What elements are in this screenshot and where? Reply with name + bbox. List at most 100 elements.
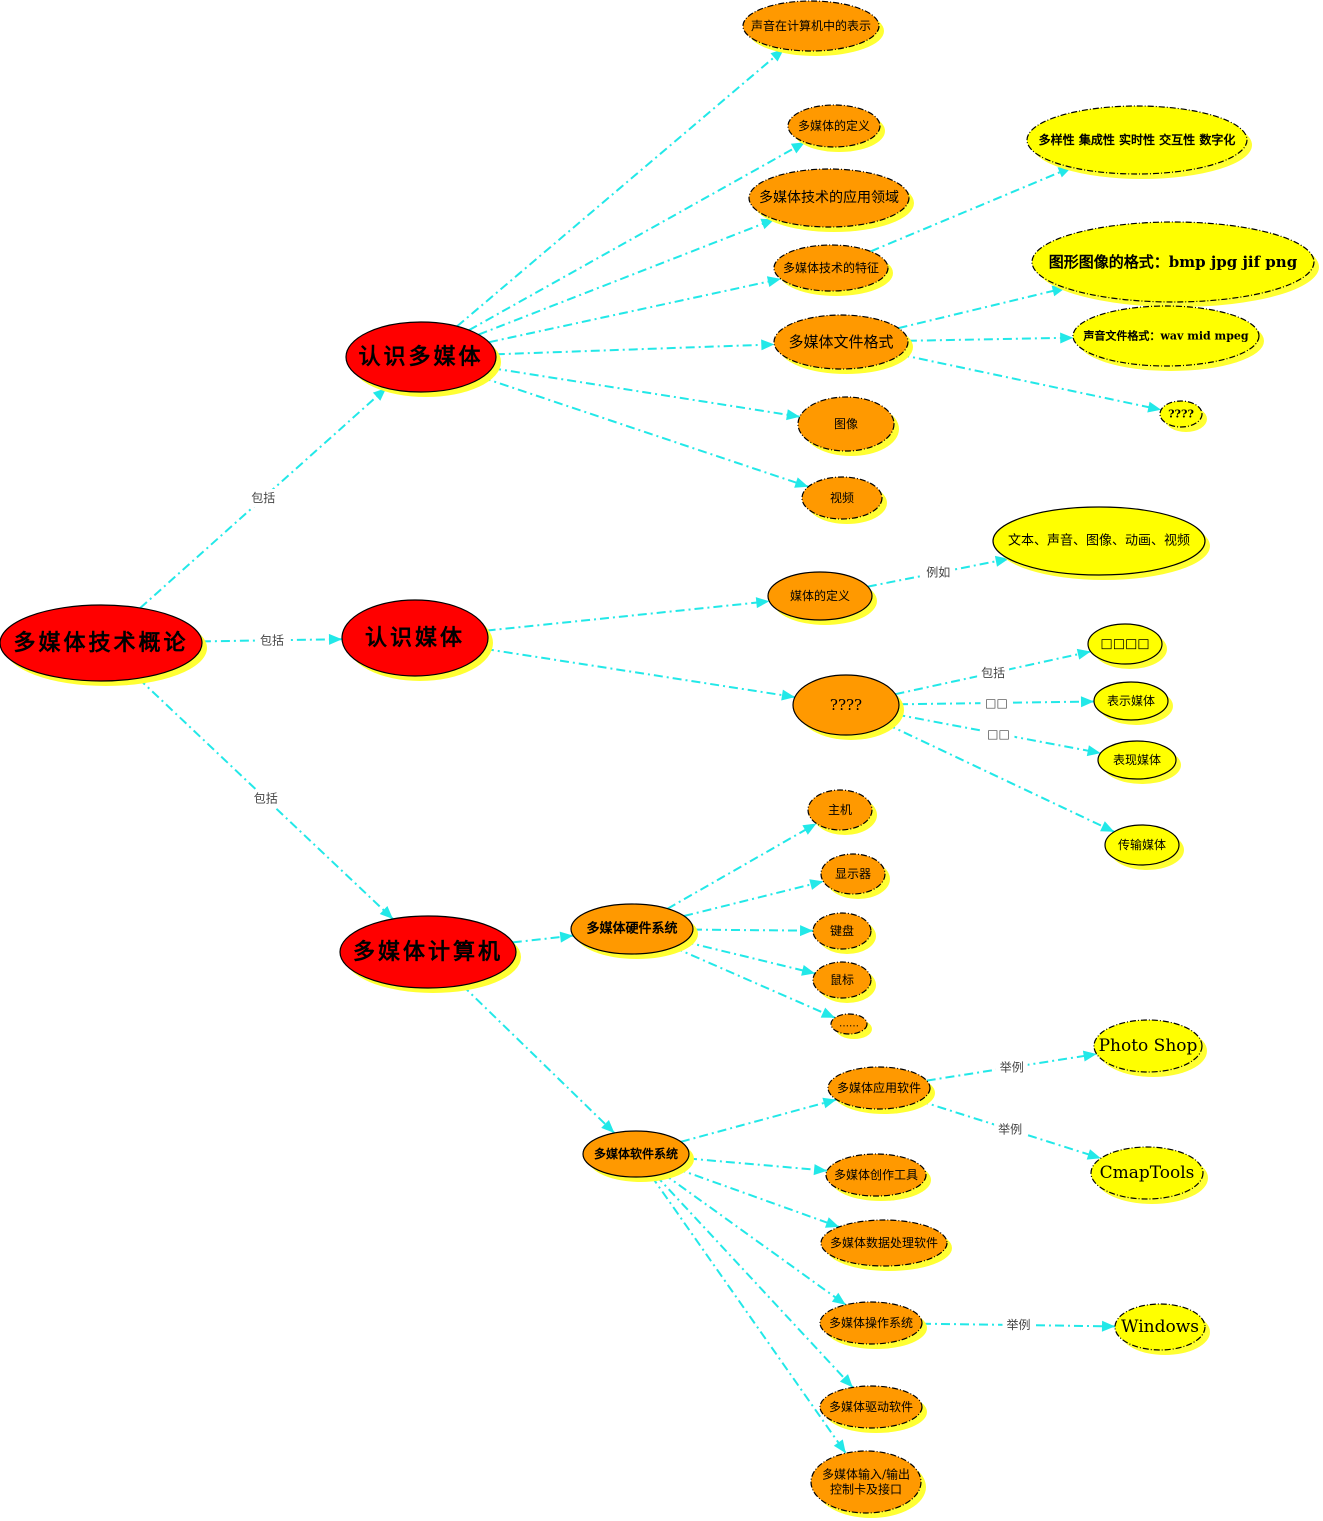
arrowhead (601, 1120, 615, 1133)
arrowhead (786, 409, 800, 421)
concept-node-bxmt[interactable]: 表现媒体 (1097, 740, 1181, 784)
node-ellipse (773, 314, 909, 370)
concept-node-sb[interactable]: 鼠标 (812, 961, 876, 1003)
node-label: 图像 (834, 417, 858, 431)
node-ellipse (819, 1301, 923, 1345)
edge-rsdmt-tz (488, 277, 782, 344)
node-label-line: 多媒体输入/输出 (822, 1467, 910, 1482)
arrowhead (1100, 821, 1115, 832)
node-ellipse (1072, 305, 1260, 367)
concept-node-gzmt[interactable]: □□□□ (1087, 623, 1167, 669)
arrowhead (766, 276, 781, 287)
node-label-line: 控制卡及接口 (830, 1482, 902, 1497)
concept-node-bsmt[interactable]: 表示媒体 (1093, 681, 1173, 725)
node-label: 多媒体输入/输出控制卡及接口 (822, 1467, 910, 1497)
concept-node-wj[interactable]: 多媒体文件格式 (773, 314, 913, 374)
concept-node-jp[interactable]: 键盘 (812, 912, 876, 954)
concept-node-dy[interactable]: 多媒体的定义 (787, 104, 885, 152)
edge-rsdmt-wj (495, 343, 775, 356)
concept-node-q1[interactable]: ???? (1159, 400, 1207, 432)
edge-label-bg (980, 693, 1013, 712)
edge-label: 包括 (254, 791, 278, 806)
node-label: 多媒体计算机 (353, 939, 503, 965)
concept-node-rsdmt[interactable]: 认识多媒体 (345, 321, 501, 397)
edge-rsmt-q2 (484, 647, 796, 699)
concept-node-dmtjsj[interactable]: 多媒体计算机 (339, 915, 521, 993)
arrowhead (822, 1097, 837, 1109)
node-ellipse (825, 1153, 927, 1197)
edge-yj-dd (673, 946, 836, 1019)
arrowhead (372, 388, 387, 401)
concept-node-q2[interactable]: ???? (792, 674, 904, 740)
arrowhead (809, 879, 824, 890)
node-label: 多媒体技术的应用领域 (759, 189, 899, 206)
arrowhead (820, 1007, 835, 1018)
node-label: 多媒体操作系统 (829, 1315, 913, 1330)
node-label: 多媒体的定义 (798, 118, 870, 133)
node-label: 多媒体技术的特征 (783, 260, 879, 275)
node-ellipse (1031, 221, 1315, 303)
arrowhead (761, 339, 775, 351)
arrowhead (825, 1217, 840, 1228)
concept-node-root[interactable]: 多媒体技术概论 (0, 604, 207, 686)
node-ellipse (1114, 1303, 1206, 1351)
arrowhead (328, 633, 342, 645)
node-label: 键盘 (830, 923, 854, 938)
concept-node-cmap[interactable]: CmapTools (1090, 1146, 1208, 1204)
arrowhead (1086, 745, 1101, 757)
concept-node-yj[interactable]: 多媒体硬件系统 (570, 903, 698, 959)
node-label: 声音在计算机中的表示 (751, 18, 871, 33)
node-ellipse (1087, 623, 1163, 665)
edge-label-bg (247, 489, 280, 507)
concept-node-ps[interactable]: Photo Shop (1093, 1019, 1207, 1077)
node-label: 图形图像的格式：bmp jpg jif png (1049, 253, 1298, 271)
node-label: 多媒体创作工具 (834, 1168, 918, 1182)
node-ellipse (792, 674, 900, 736)
node-ellipse (345, 321, 497, 393)
arrowhead (760, 218, 775, 230)
concept-node-sp[interactable]: 视频 (801, 476, 887, 524)
node-ellipse (1090, 1146, 1204, 1200)
concept-node-yyrj[interactable]: 多媒体应用软件 (827, 1066, 935, 1114)
node-label: 多媒体硬件系统 (586, 921, 677, 937)
concept-node-xsq[interactable]: 显示器 (820, 853, 890, 899)
node-ellipse (992, 506, 1206, 576)
concept-node-tzv[interactable]: 多样性 集成性 实时性 交互性 数字化 (1026, 105, 1252, 179)
concept-node-dd[interactable]: …… (830, 1013, 872, 1039)
concept-node-yy[interactable]: 多媒体技术的应用领域 (748, 168, 914, 232)
concept-node-rsmt[interactable]: 认识媒体 (341, 599, 493, 681)
node-label: 文本、声音、图像、动画、视频 (1008, 533, 1190, 549)
node-ellipse (810, 1450, 922, 1514)
node-ellipse (807, 789, 873, 831)
concept-node-txgs[interactable]: 图形图像的格式：bmp jpg jif png (1031, 221, 1319, 307)
concept-node-czgj[interactable]: 多媒体创作工具 (825, 1153, 931, 1201)
edge-tz-tzv (870, 166, 1072, 253)
node-label: 视频 (830, 490, 854, 505)
node-ellipse (1104, 824, 1180, 866)
concept-node-qd[interactable]: 多媒体驱动软件 (819, 1385, 927, 1433)
concept-node-tx[interactable]: 图像 (797, 396, 899, 456)
concept-node-win[interactable]: Windows (1114, 1303, 1210, 1355)
concept-node-wb[interactable]: 文本、声音、图像、动画、视频 (992, 506, 1210, 580)
concept-node-mtdy[interactable]: 媒体的定义 (767, 571, 877, 625)
node-label: …… (839, 1019, 859, 1030)
edge-yj-jp (692, 928, 814, 932)
edge-wj-q1 (900, 353, 1162, 411)
node-ellipse (1093, 1019, 1203, 1073)
concept-node-zj[interactable]: 主机 (807, 789, 877, 835)
edge-rj-qd (655, 1174, 854, 1389)
concept-node-czxt[interactable]: 多媒体操作系统 (819, 1301, 927, 1349)
node-label: ???? (1168, 408, 1194, 421)
node-label: 多样性 集成性 实时性 交互性 数字化 (1039, 132, 1236, 147)
arrowhead (994, 555, 1009, 567)
concept-node-sjcl[interactable]: 多媒体数据处理软件 (820, 1219, 952, 1271)
concept-node-tz[interactable]: 多媒体技术的特征 (773, 244, 893, 296)
concept-node-csmt[interactable]: 传输媒体 (1104, 824, 1184, 870)
concept-node-io[interactable]: 多媒体输入/输出控制卡及接口 (810, 1450, 926, 1518)
concept-node-rj[interactable]: 多媒体软件系统 (582, 1130, 694, 1182)
concept-node-sy[interactable]: 声音在计算机中的表示 (742, 0, 884, 56)
node-ellipse (773, 244, 889, 292)
concept-node-sygs[interactable]: 声音文件格式：wav mid mpeg (1072, 305, 1264, 371)
edge-q2-csmt (886, 723, 1115, 833)
